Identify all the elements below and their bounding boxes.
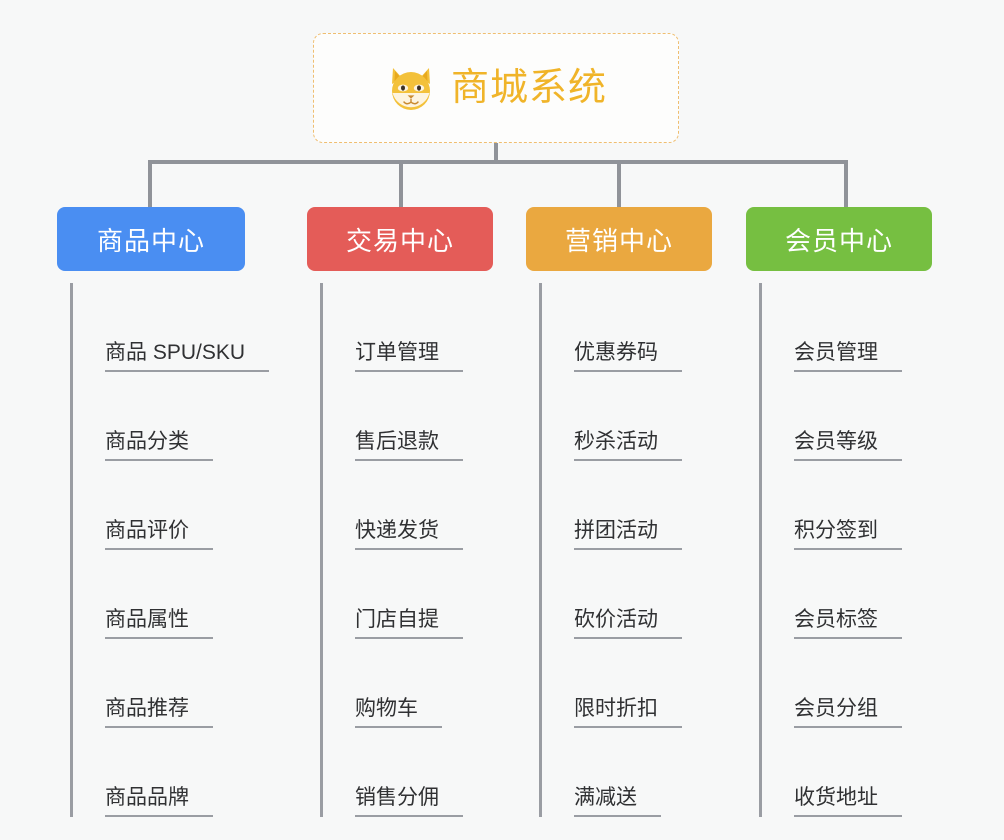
- leaf-item[interactable]: 售后退款: [323, 372, 550, 461]
- leaf-label: 商品 SPU/SKU: [105, 341, 270, 372]
- leaf-label: 商品推荐: [105, 697, 213, 728]
- connector-horizontal-bus: [148, 160, 848, 164]
- leaf-item[interactable]: 秒杀活动: [542, 372, 769, 461]
- connector-root-stem: [494, 143, 498, 164]
- leaf-label: 商品品牌: [105, 786, 213, 817]
- shiba-dog-icon: [385, 62, 437, 114]
- leaf-item[interactable]: 销售分佣: [323, 728, 550, 817]
- leaf-item[interactable]: 会员等级: [762, 372, 989, 461]
- leaf-column-trade-center: 订单管理 售后退款 快递发货 门店自提 购物车 销售分佣: [320, 283, 550, 817]
- leaf-item[interactable]: 商品 SPU/SKU: [73, 283, 300, 372]
- leaf-label: 会员分组: [794, 697, 902, 728]
- category-header-trade-center[interactable]: 交易中心: [307, 207, 493, 271]
- leaf-item[interactable]: 订单管理: [323, 283, 550, 372]
- leaf-item[interactable]: 优惠券码: [542, 283, 769, 372]
- leaf-item[interactable]: 满减送: [542, 728, 769, 817]
- leaf-column-member-center: 会员管理 会员等级 积分签到 会员标签 会员分组 收货地址: [759, 283, 989, 817]
- leaf-item[interactable]: 积分签到: [762, 461, 989, 550]
- leaf-item[interactable]: 商品分类: [73, 372, 300, 461]
- leaf-label: 优惠券码: [574, 341, 682, 372]
- leaf-label: 拼团活动: [574, 519, 682, 550]
- category-header-product-center[interactable]: 商品中心: [57, 207, 245, 271]
- leaf-item[interactable]: 商品属性: [73, 550, 300, 639]
- category-header-member-center[interactable]: 会员中心: [746, 207, 932, 271]
- leaf-label: 会员等级: [794, 430, 902, 461]
- leaf-label: 商品分类: [105, 430, 213, 461]
- leaf-item[interactable]: 限时折扣: [542, 639, 769, 728]
- leaf-label: 购物车: [355, 697, 442, 728]
- leaf-label: 满减送: [574, 786, 661, 817]
- leaf-item[interactable]: 会员管理: [762, 283, 989, 372]
- leaf-label: 订单管理: [355, 341, 463, 372]
- leaf-label: 收货地址: [794, 786, 902, 817]
- leaf-label: 限时折扣: [574, 697, 682, 728]
- leaf-item[interactable]: 拼团活动: [542, 461, 769, 550]
- leaf-label: 销售分佣: [355, 786, 463, 817]
- connector-drop-trade-center: [399, 160, 403, 207]
- leaf-item[interactable]: 快递发货: [323, 461, 550, 550]
- connector-drop-member-center: [844, 160, 848, 207]
- leaf-item[interactable]: 会员分组: [762, 639, 989, 728]
- leaf-label: 秒杀活动: [574, 430, 682, 461]
- leaf-item[interactable]: 收货地址: [762, 728, 989, 817]
- leaf-label: 门店自提: [355, 608, 463, 639]
- leaf-column-product-center: 商品 SPU/SKU 商品分类 商品评价 商品属性 商品推荐 商品品牌: [70, 283, 300, 817]
- leaf-label: 商品评价: [105, 519, 213, 550]
- leaf-label: 会员管理: [794, 341, 902, 372]
- leaf-item[interactable]: 门店自提: [323, 550, 550, 639]
- leaf-label: 积分签到: [794, 519, 902, 550]
- leaf-label: 砍价活动: [574, 608, 682, 639]
- leaf-label: 商品属性: [105, 608, 213, 639]
- category-header-marketing-center[interactable]: 营销中心: [526, 207, 712, 271]
- leaf-label: 售后退款: [355, 430, 463, 461]
- leaf-column-marketing-center: 优惠券码 秒杀活动 拼团活动 砍价活动 限时折扣 满减送: [539, 283, 769, 817]
- connector-drop-marketing-center: [617, 160, 621, 207]
- leaf-item[interactable]: 商品评价: [73, 461, 300, 550]
- leaf-item[interactable]: 商品品牌: [73, 728, 300, 817]
- connector-drop-product-center: [148, 160, 152, 207]
- root-node[interactable]: 商城系统: [313, 33, 679, 143]
- leaf-label: 会员标签: [794, 608, 902, 639]
- leaf-item[interactable]: 砍价活动: [542, 550, 769, 639]
- leaf-item[interactable]: 会员标签: [762, 550, 989, 639]
- leaf-label: 快递发货: [355, 519, 463, 550]
- root-title: 商城系统: [450, 67, 607, 109]
- leaf-item[interactable]: 商品推荐: [73, 639, 300, 728]
- leaf-item[interactable]: 购物车: [323, 639, 550, 728]
